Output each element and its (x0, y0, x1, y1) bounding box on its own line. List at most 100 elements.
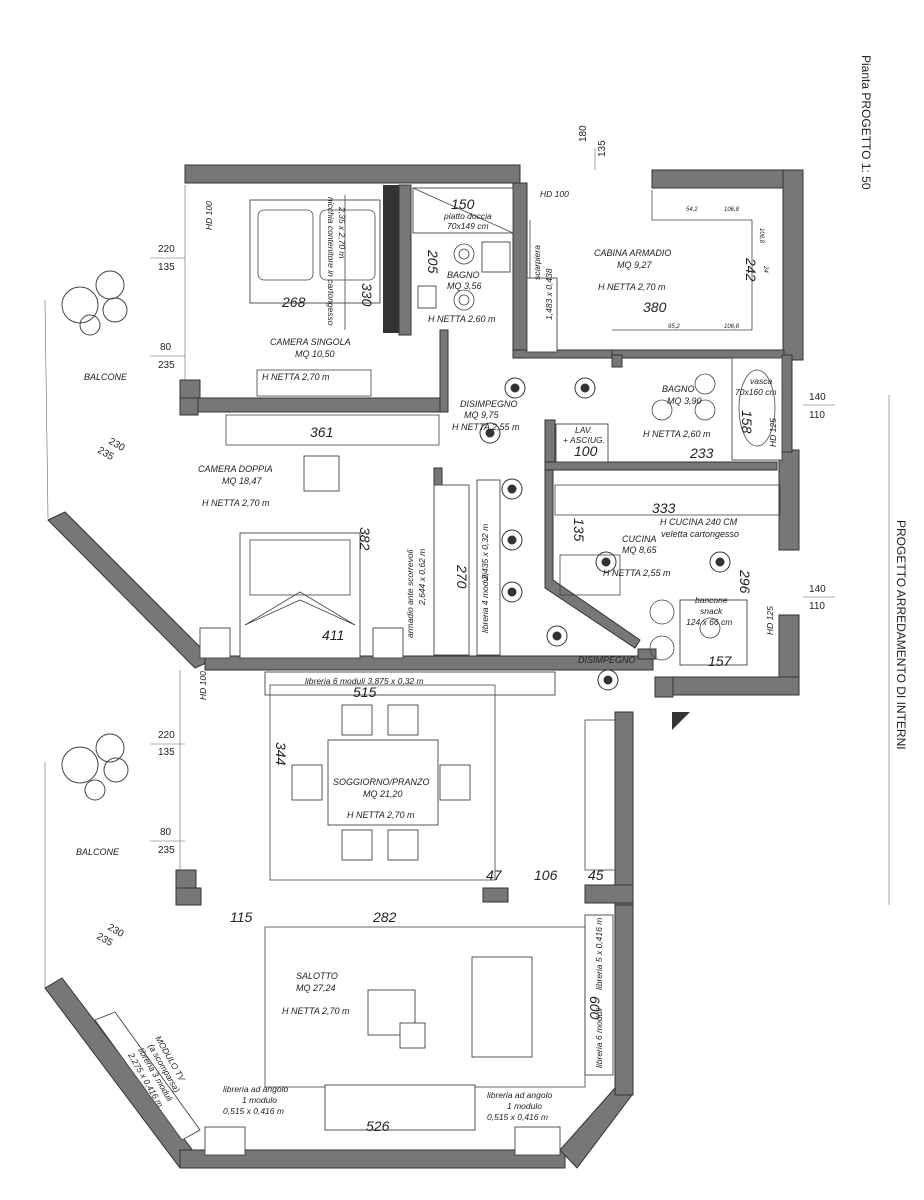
room-name: DISIMPEGNO (578, 655, 636, 665)
svg-text:115: 115 (230, 909, 253, 925)
scale-title: Pianta PROGETTO 1: 50 (859, 55, 873, 190)
room-height: H NETTA 2,55 m (603, 568, 671, 578)
svg-text:106: 106 (534, 867, 558, 883)
scarpiera-label: scarpiera (532, 245, 542, 280)
room-height: H NETTA 2,70 m (282, 1006, 350, 1016)
bancone-dim: 124 x 66 cm (686, 617, 732, 627)
svg-text:110: 110 (809, 601, 825, 612)
svg-text:HD 125: HD 125 (765, 606, 775, 635)
room-camera-singola: CAMERA SINGOLA MQ 10,50 H NETTA 2,70 m (262, 337, 351, 382)
room-area: MQ 8,65 (622, 545, 658, 555)
project-title: PROGETTO ARREDAMENTO DI INTERNI (894, 520, 908, 750)
svg-text:106,8: 106,8 (724, 207, 740, 213)
room-area: MQ 27,24 (296, 983, 336, 993)
svg-text:140: 140 (809, 584, 826, 595)
vasca-label: vasca (750, 376, 772, 386)
room-area: MQ 3,56 (447, 281, 482, 291)
svg-text:242: 242 (743, 257, 759, 282)
room-bagno-2: BAGNO MQ 3,90 H NETTA 2,60 m (643, 384, 711, 439)
doccia-dim: 70x149 cm (447, 221, 489, 231)
svg-text:106,8: 106,8 (758, 228, 764, 244)
libreria-6-right-label: libreria 6 moduli (594, 1007, 604, 1068)
svg-text:220: 220 (158, 244, 175, 255)
svg-text:135: 135 (571, 518, 587, 542)
armadio-label: armadio ante scorrevoli (405, 549, 415, 638)
svg-text:382: 382 (357, 527, 373, 551)
room-height: H NETTA 2,55 m (452, 422, 520, 432)
svg-text:205: 205 (425, 249, 441, 274)
svg-text:135: 135 (158, 747, 175, 758)
room-veletta: veletta cartongesso (661, 529, 739, 539)
room-camera-doppia: CAMERA DOPPIA MQ 18,47 H NETTA 2,70 m (198, 464, 273, 508)
dimensions: 150 205 268 330 380 242 361 382 411 515 … (230, 196, 768, 1134)
libreria-4-label: libreria 4 moduli (480, 572, 490, 633)
svg-text:140: 140 (809, 392, 826, 403)
lav-label: LAV. (575, 425, 592, 435)
tree-icon (61, 270, 129, 801)
balcony-outline (44, 185, 186, 988)
svg-text:600: 600 (587, 996, 603, 1020)
svg-text:526: 526 (366, 1118, 390, 1134)
room-ceiling: H CUCINA 240 CM (660, 517, 738, 527)
room-name: CUCINA (622, 534, 657, 544)
room-height: H NETTA 2,70 m (202, 498, 270, 508)
room-name: DISIMPEGNO (460, 399, 518, 409)
scarpiera-dim: 1,483 x 0,438 (544, 268, 554, 320)
svg-text:135: 135 (158, 262, 175, 273)
bancone-snack: snack (700, 606, 723, 616)
svg-text:106,8: 106,8 (724, 324, 740, 330)
interior-walls (197, 182, 793, 671)
svg-text:270: 270 (454, 564, 470, 589)
outer-walls (44, 164, 804, 1169)
room-cabina-armadio: CABINA ARMADIO MQ 9,27 H NETTA 2,70 m (594, 248, 671, 292)
room-name: CABINA ARMADIO (594, 248, 671, 258)
libreria-6-label: libreria 6 moduli 3,875 x 0,32 m (305, 676, 424, 686)
room-height: H NETTA 2,60 m (643, 429, 711, 439)
room-name: CAMERA DOPPIA (198, 464, 273, 474)
svg-text:235: 235 (158, 360, 175, 371)
room-disimpegno-1: DISIMPEGNO MQ 9,75 H NETTA 2,55 m (452, 399, 520, 432)
bancone-label: bancone (695, 595, 728, 605)
lib-angolo-l-3: 0,515 x 0,416 m (223, 1106, 284, 1116)
svg-text:411: 411 (322, 627, 344, 643)
balcone-top-label: BALCONE (84, 372, 128, 382)
room-height: H NETTA 2,70 m (262, 372, 330, 382)
room-name: SOGGIORNO/PRANZO (333, 777, 430, 787)
svg-text:158: 158 (739, 410, 755, 434)
svg-text:150: 150 (451, 196, 475, 212)
asciug-label: + ASCIUG. (563, 435, 605, 445)
svg-text:344: 344 (273, 742, 289, 766)
room-height: H NETTA 2,70 m (598, 282, 666, 292)
room-name: BAGNO (662, 384, 695, 394)
lib-angolo-l-1: libreria ad angolo (223, 1084, 288, 1094)
svg-text:282: 282 (372, 909, 397, 925)
svg-text:220: 220 (158, 730, 175, 741)
svg-text:361: 361 (310, 424, 333, 440)
svg-text:HD 100: HD 100 (204, 201, 214, 230)
margin-dims: 180 135 220 135 80 235 230 235 220 135 8… (95, 125, 835, 949)
svg-text:135: 135 (597, 140, 608, 157)
svg-text:235: 235 (158, 845, 175, 856)
room-cucina: H CUCINA 240 CM veletta cartongesso CUCI… (603, 517, 739, 578)
furniture (94, 187, 783, 1156)
nicchia-dim: 2,35 x 2,70 m (337, 206, 347, 259)
svg-text:80: 80 (160, 827, 172, 838)
armadio-dim: 2,644 x 0,62 m (417, 549, 427, 606)
svg-text:330: 330 (359, 283, 375, 307)
doccia-label: piatto doccia (443, 211, 492, 221)
svg-text:HD 100: HD 100 (198, 671, 208, 700)
svg-text:268: 268 (281, 294, 306, 310)
room-soggiorno: SOGGIORNO/PRANZO MQ 21,20 H NETTA 2,70 m (333, 777, 430, 820)
room-bagno-1: BAGNO MQ 3,56 H NETTA 2,60 m (428, 270, 496, 324)
svg-text:45: 45 (588, 867, 604, 883)
libreria-5-right-label: libreria 5 x 0,416 m (594, 918, 604, 990)
room-area: MQ 3,90 (667, 396, 702, 406)
svg-text:HD 100: HD 100 (540, 189, 569, 199)
room-disimpegno-2: DISIMPEGNO (578, 655, 636, 665)
svg-text:233: 233 (689, 445, 714, 461)
nicchia-label: nicchia contenitore in cartongesso (326, 197, 336, 326)
room-area: MQ 9,75 (464, 410, 500, 420)
room-height: H NETTA 2,60 m (428, 314, 496, 324)
svg-text:515: 515 (353, 684, 377, 700)
